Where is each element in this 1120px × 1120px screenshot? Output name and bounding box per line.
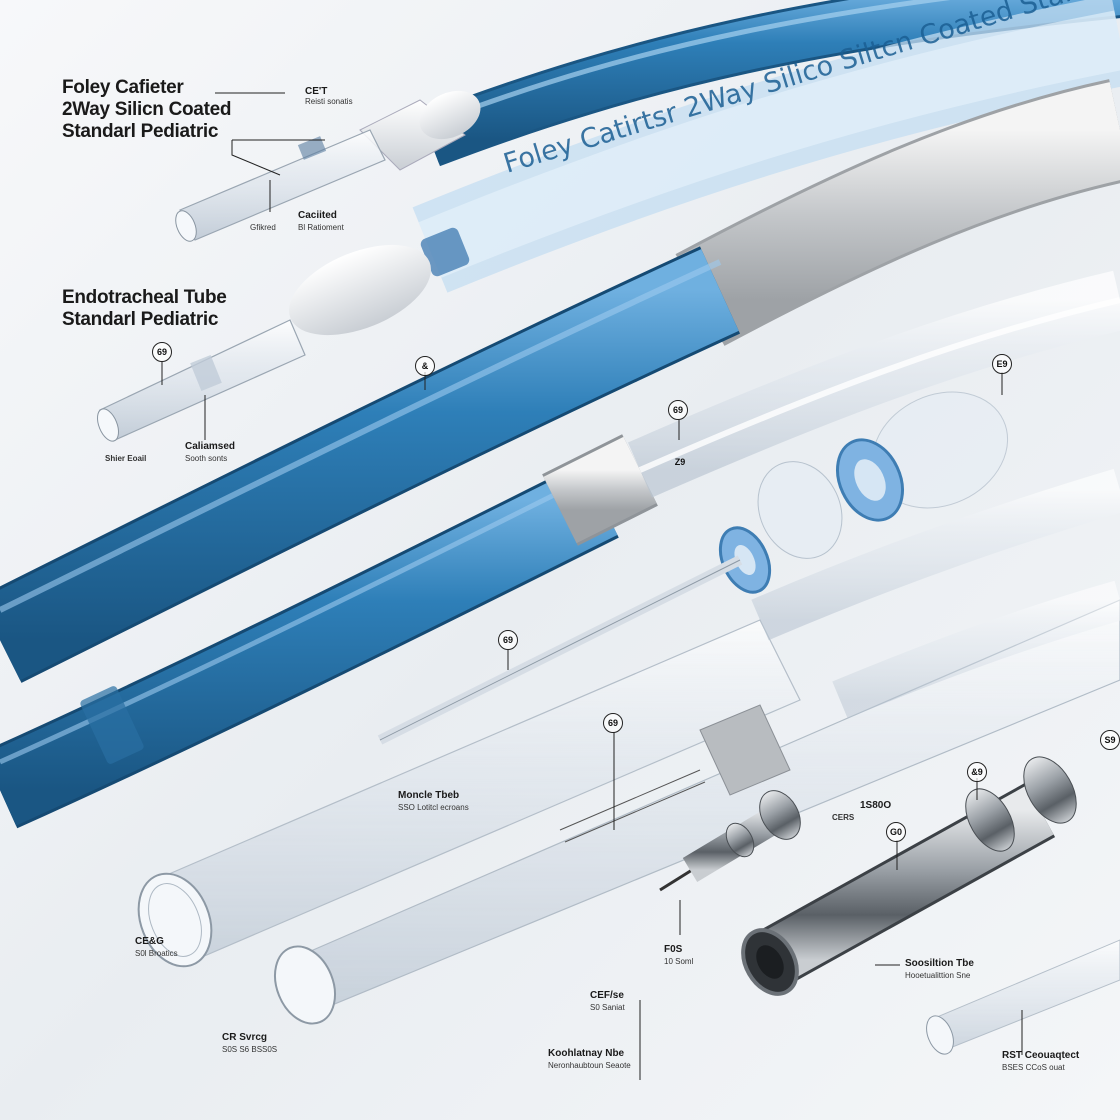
callout-6-title: Moncle Tbeb bbox=[398, 790, 460, 801]
endo-heading-line-2: Standarl Pediatric bbox=[62, 309, 219, 330]
callout-7-sub: S0l Broatics bbox=[135, 949, 178, 958]
endo-heading-line-1: Endotracheal Tube bbox=[62, 287, 227, 308]
foley-print-band bbox=[412, 0, 1120, 293]
callout-2-title: Caciited bbox=[298, 210, 337, 221]
foley-heading-line-3: Standarl Pediatric bbox=[62, 121, 219, 142]
marker-9: &9 bbox=[967, 762, 987, 782]
callout-3-title: Gfikred bbox=[250, 223, 276, 232]
top-blue-tube bbox=[175, 0, 1120, 242]
callout-4-title: Caliamsed bbox=[185, 441, 236, 452]
marker-5: E9 bbox=[992, 354, 1012, 374]
callout-13-sub: BSES CCoS ouat bbox=[1002, 1063, 1065, 1072]
metal-connector-right bbox=[741, 756, 1077, 996]
callout-6-sub: SSO Lotitcl ecroans bbox=[398, 803, 469, 812]
marker-6: 69 bbox=[498, 630, 518, 650]
main-blue-tube bbox=[0, 244, 741, 683]
callout-12-title: Soosiltion Tbe bbox=[905, 958, 974, 969]
metal-connector-left bbox=[659, 790, 801, 892]
callout-4-sub: Sooth sonts bbox=[185, 454, 228, 463]
marker-3: 69 bbox=[668, 400, 688, 420]
callout-8-title: CR Svrcg bbox=[222, 1032, 268, 1043]
marker-7: 69 bbox=[603, 713, 623, 733]
lower-blue-tube bbox=[0, 434, 658, 829]
marker-2: & bbox=[415, 356, 435, 376]
marker-10: S9 bbox=[1100, 730, 1120, 750]
right-clear-tubes bbox=[751, 468, 1120, 1055]
marker-4: Z9 bbox=[674, 457, 686, 467]
callout-11-title: Koohlatnay Nbe bbox=[548, 1048, 625, 1059]
callout-1-title: CE'T bbox=[305, 86, 328, 97]
callout-11-sub: Neronhaubtoun Seaote bbox=[548, 1061, 631, 1070]
callout-14-title: 1S80O bbox=[860, 800, 892, 811]
callout-14-sub: CERS bbox=[832, 813, 855, 822]
callout-8-sub: S0S S6 BSS0S bbox=[222, 1045, 278, 1054]
foley-heading-line-1: Foley Cafieter bbox=[62, 77, 184, 98]
middle-clear-tube bbox=[274, 599, 1120, 1025]
endotracheal-tube bbox=[377, 270, 1120, 745]
leader-lines bbox=[161, 92, 1023, 1080]
callout-9-sub: S0 Saniat bbox=[590, 1003, 625, 1012]
marker-1: 69 bbox=[152, 342, 172, 362]
callout-7-title: CE&G bbox=[135, 936, 164, 947]
callout-2-sub: Bl Ratioment bbox=[298, 223, 344, 232]
callout-10-title: F0S bbox=[664, 944, 683, 955]
large-clear-tube bbox=[137, 619, 801, 968]
callout-9-title: CEF/se bbox=[590, 990, 624, 1001]
callout-12-sub: Hooetualittion Sne bbox=[905, 971, 971, 980]
callout-1-sub: Reisti sonatis bbox=[305, 97, 353, 106]
foley-heading-line-2: 2Way Silicn Coated bbox=[62, 99, 232, 120]
callout-5-title: Shier Eoail bbox=[105, 454, 147, 463]
grey-sleeve-tube bbox=[675, 79, 1120, 346]
callout-13-title: RST Ceouaqtect bbox=[1002, 1050, 1080, 1061]
callout-10-sub: 10 Soml bbox=[664, 957, 694, 966]
marker-8: G0 bbox=[886, 822, 906, 842]
